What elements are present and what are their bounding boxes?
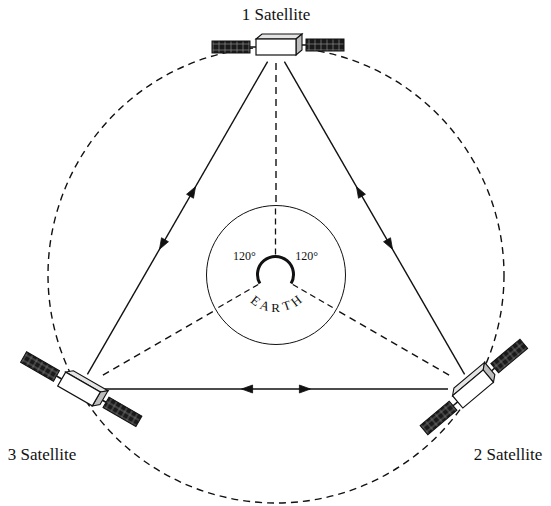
- solar-panel: [306, 39, 344, 51]
- earth-letter: R: [271, 301, 280, 316]
- satellite: 2 Satellite: [451, 377, 495, 401]
- satellite: 1 Satellite: [254, 35, 298, 59]
- panel-strut: [250, 46, 256, 48]
- satellite-drawing: [393, 329, 551, 449]
- link-line: [276, 62, 277, 202]
- radius-line: [275, 207, 276, 255]
- panel-strut: [302, 44, 306, 46]
- solar-panel: [21, 352, 60, 381]
- satellite-label: 1 Satellite: [242, 5, 310, 25]
- arrowhead: [356, 187, 365, 199]
- satellite-body-top: [66, 368, 108, 395]
- satellite-body-side: [92, 388, 108, 409]
- satellite-body-top: [256, 34, 302, 39]
- satellite-body: [58, 372, 101, 406]
- earth-inner-drawing: [207, 206, 344, 343]
- satellite-label: 2 Satellite: [471, 445, 545, 465]
- satellite-label: 3 Satellite: [5, 445, 79, 465]
- link-line: [339, 312, 449, 376]
- orbit-circle: [48, 47, 504, 503]
- arrowhead: [384, 238, 393, 250]
- solar-panel: [491, 339, 528, 373]
- earth-circle: 120° 120°EARTH: [206, 205, 346, 345]
- earth-name: EARTH: [207, 206, 344, 343]
- solar-panel: [103, 397, 142, 426]
- connector-line: [102, 312, 212, 376]
- angle-arc: [256, 255, 295, 284]
- connector-line: [339, 312, 449, 376]
- satellite-body-side: [296, 34, 302, 55]
- satellite-body-side: [480, 362, 498, 382]
- panel-strut: [453, 402, 458, 406]
- signal-link: [104, 385, 448, 393]
- solar-panel: [420, 401, 457, 435]
- satellite-body: [256, 39, 296, 55]
- satellite-drawing: [0, 329, 159, 449]
- arrowhead: [299, 385, 310, 393]
- arrowhead: [187, 187, 196, 199]
- satellite: 3 Satellite: [57, 377, 101, 401]
- angle-label: 120°: [233, 250, 256, 264]
- arrowhead: [159, 238, 168, 250]
- panel-strut: [103, 400, 106, 402]
- solar-panel: [212, 41, 250, 53]
- angle-label: 120°: [295, 250, 318, 264]
- satellite-body-top: [449, 362, 487, 395]
- connector-line: [275, 62, 276, 202]
- panel-strut: [492, 368, 495, 371]
- panel-strut: [56, 376, 61, 379]
- arrowhead: [242, 385, 253, 393]
- connector-line: [104, 388, 448, 389]
- link-line: [102, 312, 212, 376]
- satellite-body: [453, 370, 494, 408]
